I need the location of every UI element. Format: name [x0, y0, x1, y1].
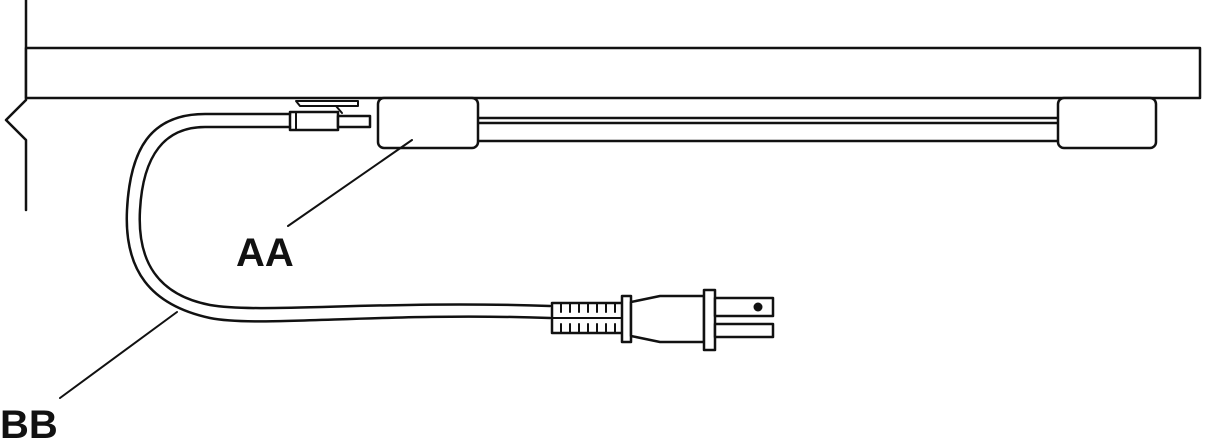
prong-hole — [753, 302, 763, 312]
cabinet-panel — [24, 46, 1202, 100]
mounting-clip — [295, 100, 359, 114]
end-cap-right — [1056, 96, 1158, 150]
end-cap-left — [376, 96, 480, 150]
leader-lines — [59, 139, 413, 399]
plug-face — [702, 288, 717, 352]
plug — [620, 288, 775, 352]
cord-connector — [288, 110, 372, 132]
leader-bb — [59, 311, 178, 399]
wall-edge — [4, 0, 28, 212]
plug-prong-top — [713, 296, 775, 318]
callout-bb: BB — [0, 403, 58, 444]
power-cord — [125, 112, 552, 323]
leader-aa — [287, 139, 413, 227]
light-bar — [376, 96, 1158, 150]
callout-aa: AA — [236, 231, 294, 275]
plug-collar — [620, 294, 633, 344]
plug-body — [629, 294, 706, 344]
strain-relief — [550, 301, 626, 335]
plug-prong-bottom — [713, 322, 775, 339]
